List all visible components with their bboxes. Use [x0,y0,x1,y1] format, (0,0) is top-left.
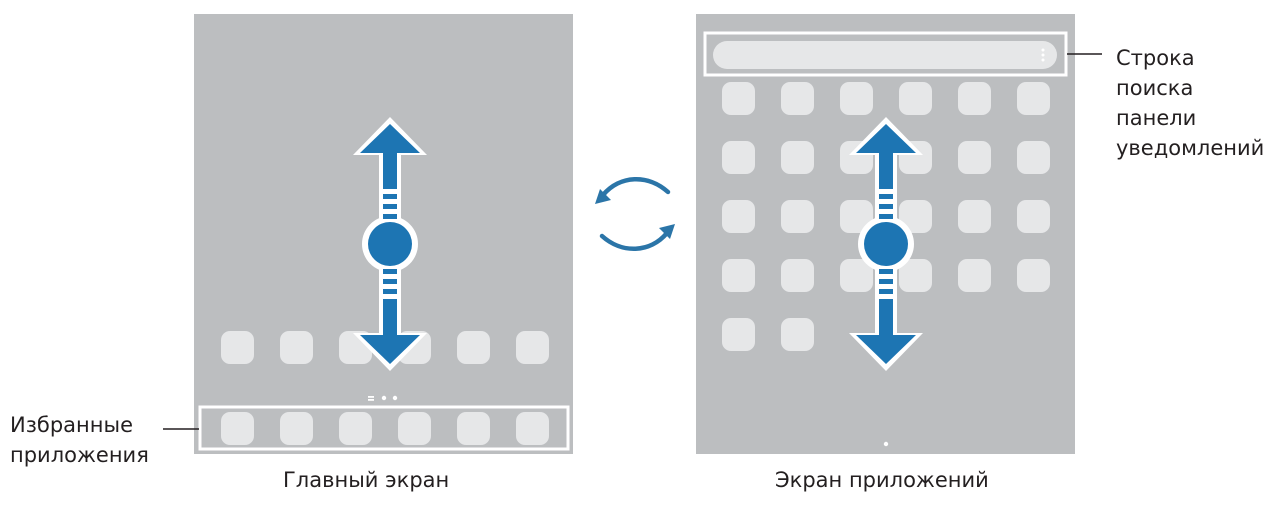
home-screen [163,14,573,454]
search-bar[interactable] [713,41,1057,69]
app-icon[interactable] [781,318,814,351]
app-icon[interactable] [840,200,873,233]
app-icon[interactable] [280,331,313,364]
app-icon[interactable] [958,259,991,292]
app-icon[interactable] [781,259,814,292]
app-icon[interactable] [722,141,755,174]
page-indicator [368,395,398,401]
more-options-icon[interactable] [1041,48,1045,62]
app-icon[interactable] [840,259,873,292]
favorite-app-icon[interactable] [457,412,490,445]
app-icon[interactable] [1017,200,1050,233]
apps-screen [696,14,1102,454]
favorite-app-icon[interactable] [221,412,254,445]
app-icon[interactable] [958,82,991,115]
favorite-app-icon[interactable] [339,412,372,445]
apps-screen-caption: Экран приложений [775,468,989,492]
favorites-label-line2: приложения [10,443,149,467]
app-icon[interactable] [899,259,932,292]
app-icon[interactable] [722,259,755,292]
app-icon[interactable] [722,200,755,233]
page-indicator-dot [883,441,889,447]
app-icon[interactable] [958,141,991,174]
favorite-app-icon[interactable] [280,412,313,445]
app-icon[interactable] [1017,141,1050,174]
app-icon[interactable] [221,331,254,364]
search-bar-label-line1: Строка [1116,46,1195,70]
app-icon[interactable] [516,331,549,364]
app-icon[interactable] [1017,259,1050,292]
search-bar-label-line3: панели [1116,106,1197,130]
app-icon[interactable] [899,82,932,115]
app-icon[interactable] [722,82,755,115]
switch-screens-icon [595,177,675,251]
search-bar-label-line2: поиска [1116,76,1194,100]
favorite-app-icon[interactable] [516,412,549,445]
app-icon[interactable] [958,200,991,233]
app-icon[interactable] [1017,82,1050,115]
app-icon[interactable] [781,141,814,174]
app-icon[interactable] [722,318,755,351]
app-icon[interactable] [781,82,814,115]
app-icon[interactable] [781,200,814,233]
app-icon[interactable] [899,200,932,233]
search-bar-highlight [703,31,1068,77]
search-bar-label-line4: уведомлений [1116,136,1265,160]
home-screen-caption: Главный экран [283,468,450,492]
app-icon[interactable] [840,82,873,115]
favorites-tray-highlight [198,405,570,451]
app-icon[interactable] [457,331,490,364]
favorite-app-icon[interactable] [398,412,431,445]
favorites-tray [221,412,549,445]
favorites-label-line1: Избранные [10,413,133,437]
